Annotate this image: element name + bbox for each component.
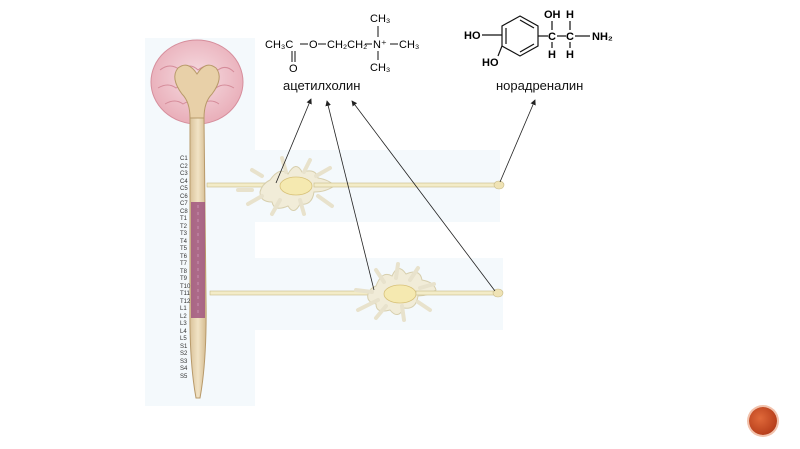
segment-label: C6 <box>180 193 188 200</box>
segment-label: S4 <box>180 366 188 372</box>
lower-pathway <box>209 262 504 322</box>
amine-group: NH₂ <box>592 31 613 43</box>
benzene-ring <box>501 15 539 57</box>
segment-label: L1 <box>180 306 187 312</box>
segment-label: T1 <box>180 216 188 222</box>
segment-label: S3 <box>180 358 188 365</box>
hydroxyl-bottom: HO <box>482 57 499 69</box>
segment-label: T5 <box>180 246 188 252</box>
methyl-bottom: CH₃ <box>370 62 390 72</box>
upper-terminal <box>493 180 505 190</box>
arrow-ach-upper-ganglion <box>275 98 312 184</box>
carbon-2: C <box>566 31 574 43</box>
methyl-top: CH₃ <box>370 13 390 25</box>
ester-o: O <box>309 39 318 51</box>
upper-ganglion-soma <box>279 176 313 196</box>
upper-pathway <box>206 156 505 216</box>
segment-label: L3 <box>180 321 187 327</box>
segment-label: T4 <box>180 238 188 245</box>
segment-label: C1 <box>180 156 188 162</box>
segment-label: C8 <box>180 208 188 215</box>
thoracolumbar-segment <box>191 202 205 318</box>
arrow-ach-lower-ganglion <box>325 100 375 291</box>
segment-label: C4 <box>180 178 188 185</box>
carbon-1: C <box>548 31 556 43</box>
segment-label: C2 <box>180 163 188 170</box>
segment-label: S2 <box>180 351 188 357</box>
hydrogen-top: H <box>566 9 574 21</box>
acetyl-ch3c: CH₃C <box>265 39 293 51</box>
noradrenaline-formula: HO HO C OH H C H H NH₂ <box>462 6 632 74</box>
lower-postganglionic-axon <box>415 290 499 296</box>
segment-label: T7 <box>180 261 188 267</box>
acetylcholine-label: ацетилхолин <box>283 78 361 93</box>
carbonyl-o: O <box>289 63 298 72</box>
methyl-right: CH₃ <box>399 39 419 51</box>
segment-label: T9 <box>180 276 188 282</box>
hydrogen-1: H <box>548 49 556 61</box>
segment-label: T6 <box>180 253 188 260</box>
hydroxyl-top: HO <box>464 30 481 42</box>
ethylene-chain: CH₂CH₂ <box>327 39 367 51</box>
segment-label: L5 <box>180 336 187 342</box>
segment-label: C5 <box>180 186 188 192</box>
hydrogen-2: H <box>566 49 574 61</box>
segment-label: S1 <box>180 343 188 350</box>
acetylcholine-formula: CH₃C O O CH₂CH₂ N⁺ CH₃ CH₃ CH₃ <box>262 10 432 75</box>
segment-label: S5 <box>180 373 188 380</box>
arrow-ach-lower-terminal <box>351 100 496 292</box>
segment-label: T2 <box>180 223 188 230</box>
segment-label: C7 <box>180 201 188 207</box>
brain <box>150 39 244 125</box>
lower-preganglionic-axon <box>209 290 379 296</box>
quaternary-n: N⁺ <box>373 39 387 51</box>
segment-label: T8 <box>180 268 188 275</box>
segment-label: T10 <box>180 283 191 290</box>
segment-label: L4 <box>180 328 187 335</box>
segment-label: L2 <box>180 313 187 320</box>
segment-label: C3 <box>180 171 188 177</box>
segment-label: T12 <box>180 298 191 305</box>
upper-postganglionic-axon <box>313 182 499 188</box>
segment-label: T11 <box>180 291 190 297</box>
arrow-noradrenaline <box>499 99 536 183</box>
noradrenaline-label: норадреналин <box>496 78 584 93</box>
brainstem <box>174 64 220 119</box>
next-slide-circle-icon[interactable] <box>749 407 777 435</box>
hydroxyl-oh: OH <box>544 9 561 21</box>
lower-terminal <box>492 288 504 298</box>
lower-ganglion-soma <box>383 284 417 304</box>
segment-label: T3 <box>180 231 188 237</box>
